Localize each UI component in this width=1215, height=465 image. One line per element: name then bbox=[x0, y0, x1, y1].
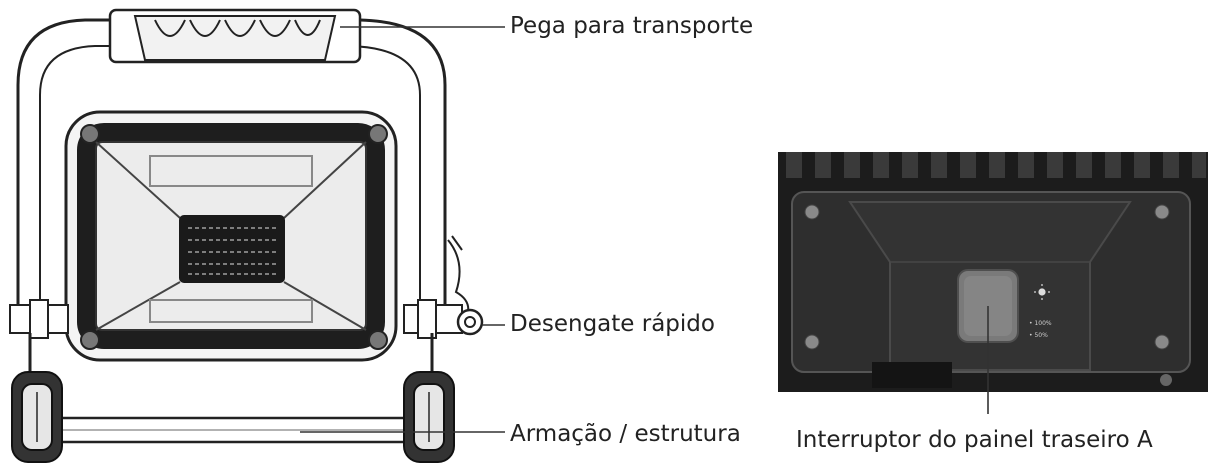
quick-release-lever bbox=[447, 235, 484, 336]
cooling-fins bbox=[786, 152, 1206, 178]
left-wheel bbox=[11, 371, 63, 463]
label-carry-handle: Pega para transporte bbox=[510, 13, 754, 39]
panel-screw-tr bbox=[1154, 204, 1170, 220]
work-light-front-drawing bbox=[9, 8, 484, 463]
label-quick-release: Desengate rápido bbox=[510, 311, 715, 337]
label-frame: Armação / estrutura bbox=[510, 421, 741, 447]
label-rear-panel-switch: Interruptor do painel traseiro A bbox=[796, 427, 1153, 453]
sun-icon bbox=[1034, 284, 1050, 300]
base-frame-bar bbox=[58, 416, 407, 444]
led-array bbox=[179, 215, 285, 283]
level-100-text: • 100% bbox=[1029, 320, 1052, 327]
right-wheel bbox=[403, 371, 455, 463]
level-50-text: • 50% bbox=[1029, 332, 1048, 339]
rear-panel-photo bbox=[778, 152, 1208, 414]
panel-screw-tl bbox=[804, 204, 820, 220]
panel-screw-bl bbox=[804, 334, 820, 350]
leader-lines-left bbox=[300, 26, 505, 433]
switch-level-markings: • 100% • 50% bbox=[1029, 318, 1052, 342]
panel-screw-br bbox=[1154, 334, 1170, 350]
carry-handle bbox=[108, 8, 362, 64]
